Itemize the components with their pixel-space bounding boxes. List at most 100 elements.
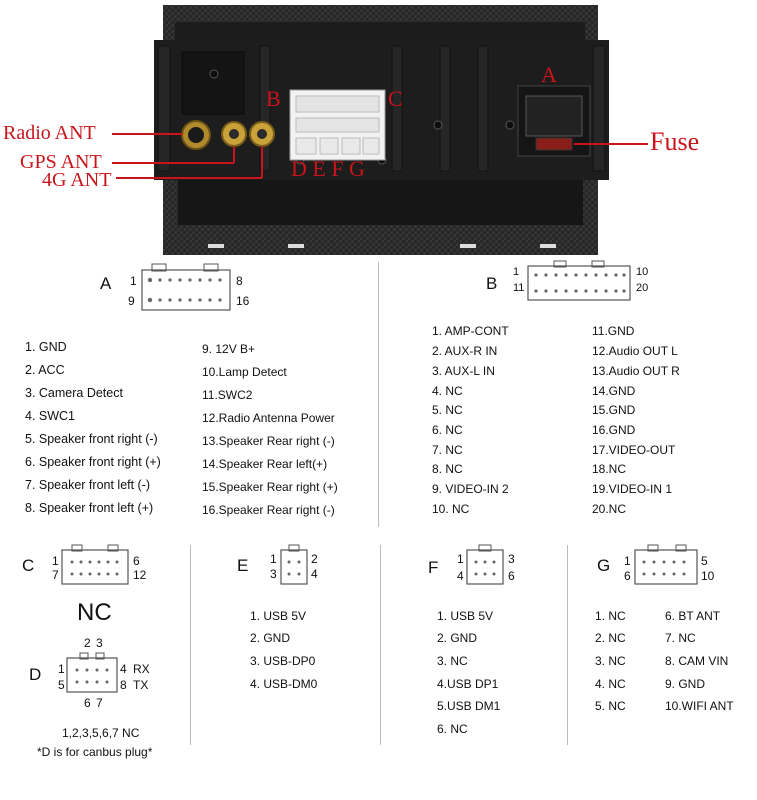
bottom-frame [163, 225, 598, 253]
bottom-tabs [208, 244, 556, 248]
connector-e-title: E [237, 556, 249, 575]
head-unit-illustration [112, 5, 648, 255]
g-pin10-label: 10 [701, 569, 715, 583]
g-right-8: 8. CAM VIN [665, 654, 729, 668]
f-pin4-label: 4 [457, 569, 464, 583]
e-pin1-label: 1 [270, 552, 277, 566]
b-right-18: 18.NC [592, 462, 627, 476]
a-left-6: 6. Speaker front right (+) [25, 455, 161, 469]
d-pin5-label: 5 [58, 678, 65, 692]
g-pin1-label: 1 [624, 554, 631, 568]
g-left-1: 1. NC [595, 609, 626, 623]
e-item-1: 1. USB 5V [250, 609, 307, 623]
a-right-12: 12.Radio Antenna Power [202, 411, 335, 425]
connector-e-diagram [280, 544, 308, 585]
f-item-1: 1. USB 5V [437, 609, 494, 623]
a-left-3: 3. Camera Detect [25, 386, 123, 400]
a-right-13: 13.Speaker Rear right (-) [202, 434, 335, 448]
a-right-16: 16.Speaker Rear right (-) [202, 503, 335, 517]
e-item-4: 4. USB-DM0 [250, 677, 318, 691]
connector-f-title: F [428, 558, 439, 577]
d-rx-label: RX [133, 662, 150, 676]
e-item-2: 2. GND [250, 631, 291, 645]
a-left-5: 5. Speaker front right (-) [25, 432, 158, 446]
c-pin1-label: 1 [52, 554, 59, 568]
f-item-3: 3. NC [437, 654, 468, 668]
a-pin16-label: 16 [236, 294, 250, 308]
b-right-14: 14.GND [592, 384, 636, 398]
b-left-1: 1. AMP-CONT [432, 324, 509, 338]
b-pin10-label: 10 [636, 266, 649, 278]
connector-d-title: D [29, 665, 42, 684]
connector-defg-label: D E F G [291, 156, 365, 181]
b-left-8: 8. NC [432, 462, 463, 476]
b-pin11-label: 11 [513, 282, 525, 294]
connector-c-title: C [22, 556, 35, 575]
e-pin4-label: 4 [311, 567, 318, 581]
b-right-12: 12.Audio OUT L [592, 344, 678, 358]
chassis-ribs [157, 45, 606, 172]
b-right-20: 20.NC [592, 502, 627, 516]
g-left-5: 5. NC [595, 699, 626, 713]
connector-c-label: C [388, 86, 403, 111]
f-pin6-label: 6 [508, 569, 515, 583]
4g-ant-callout: 4G ANT [42, 169, 112, 191]
connector-a-label: A [541, 62, 557, 87]
b-left-2: 2. AUX-R IN [432, 344, 498, 358]
g-left-4: 4. NC [595, 677, 626, 691]
a-left-4: 4. SWC1 [25, 409, 76, 423]
connector-c-diagram [61, 544, 129, 585]
b-pin20-label: 20 [636, 282, 649, 294]
f-item-4: 4.USB DP1 [437, 677, 499, 691]
connector-bc-white [289, 89, 386, 161]
connector-g-title: G [597, 556, 611, 575]
f-item-2: 2. GND [437, 631, 478, 645]
fuse-callout: Fuse [650, 127, 700, 156]
b-right-15: 15.GND [592, 403, 636, 417]
g-pin6-label: 6 [624, 569, 631, 583]
connector-a-diagram [141, 263, 231, 311]
f-item-5: 5.USB DM1 [437, 699, 501, 713]
e-pin2-label: 2 [311, 552, 318, 566]
4g-ant-socket [249, 121, 275, 147]
b-right-16: 16.GND [592, 423, 636, 437]
connector-b-diagram [527, 260, 631, 301]
top-strip [175, 22, 585, 40]
radio-ant-socket [181, 120, 211, 150]
b-left-3: 3. AUX-L IN [432, 364, 495, 378]
callout-lines [112, 133, 648, 179]
d-pin1-label: 1 [58, 662, 65, 676]
b-right-13: 13.Audio OUT R [592, 364, 680, 378]
c-pin7-label: 7 [52, 568, 59, 582]
b-right-19: 19.VIDEO-IN 1 [592, 482, 673, 496]
radio-ant-callout: Radio ANT [3, 122, 96, 144]
f-item-6: 6. NC [437, 722, 468, 736]
e-item-3: 3. USB-DP0 [250, 654, 316, 668]
g-pin5-label: 5 [701, 554, 708, 568]
d-nc-note: 1,2,3,5,6,7 NC [62, 726, 140, 740]
d-canbus-note: *D is for canbus plug* [37, 745, 153, 759]
b-left-9: 9. VIDEO-IN 2 [432, 482, 509, 496]
a-pin1-label: 1 [130, 274, 137, 288]
g-right-10: 10.WIFI ANT [665, 699, 734, 713]
bottom-panel [178, 180, 583, 225]
connector-d-diagram [66, 652, 118, 693]
g-right-7: 7. NC [665, 631, 696, 645]
d-tx-label: TX [133, 678, 149, 692]
divider-ab [378, 262, 379, 527]
gps-ant-socket [221, 121, 247, 147]
black-block [181, 51, 245, 115]
a-pin9-label: 9 [128, 294, 135, 308]
d-pin8-label: 8 [120, 678, 127, 692]
divider-e-f [380, 545, 381, 745]
g-right-6: 6. BT ANT [665, 609, 721, 623]
d-top-pin-labels: 2 3 [84, 636, 104, 650]
a-right-10: 10.Lamp Detect [202, 365, 287, 379]
b-right-17: 17.VIDEO-OUT [592, 443, 676, 457]
connector-a-block [517, 85, 591, 157]
d-bottom-pin-labels: 6 7 [84, 696, 104, 710]
a-right-14: 14.Speaker Rear left(+) [202, 457, 328, 471]
a-left-8: 8. Speaker front left (+) [25, 501, 154, 515]
d-pin4-label: 4 [120, 662, 127, 676]
a-left-1: 1. GND [25, 340, 67, 354]
